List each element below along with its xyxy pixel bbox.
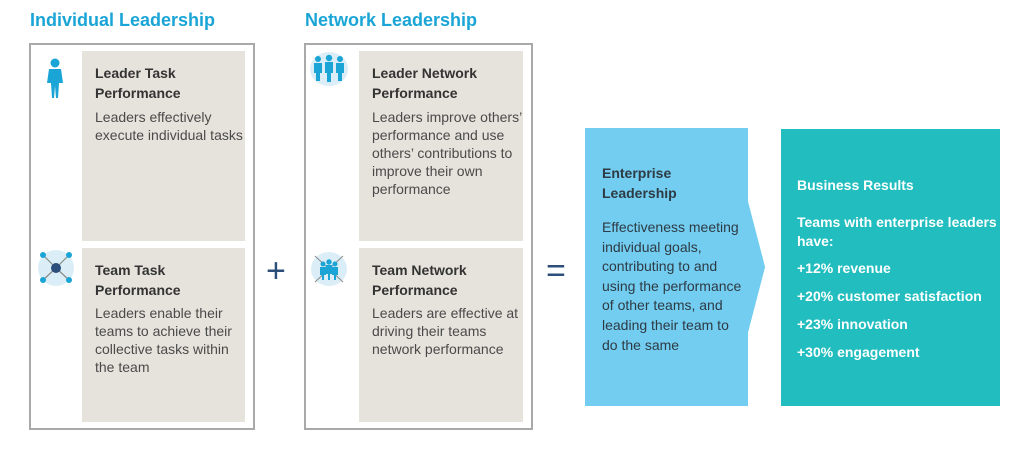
leader-task-body: Leaders effectively execute individual t… bbox=[95, 109, 243, 143]
leader-task-card: Leader Task Performance Leaders effectiv… bbox=[82, 51, 245, 241]
team-task-title: Team Task Performance bbox=[95, 262, 181, 298]
enterprise-leadership-title: Enterprise Leadership bbox=[602, 165, 677, 201]
leader-task-title: Leader Task Performance bbox=[95, 65, 181, 101]
plus-operator: + bbox=[266, 252, 286, 290]
business-results-title: Business Results bbox=[797, 177, 914, 193]
team-network-card: Team Network Performance Leaders are eff… bbox=[359, 248, 523, 422]
equals-operator: = bbox=[546, 252, 566, 290]
network-leadership-panel: Leader Network Performance Leaders impro… bbox=[304, 43, 533, 430]
innovation-stat: +23% innovation bbox=[797, 316, 908, 332]
business-results-subtitle: Teams with enterprise leaders have: bbox=[797, 214, 997, 249]
leader-network-card: Leader Network Performance Leaders impro… bbox=[359, 51, 523, 241]
revenue-stat: +12% revenue bbox=[797, 260, 891, 276]
team-network-title: Team Network Performance bbox=[372, 262, 467, 298]
engagement-stat: +30% engagement bbox=[797, 344, 920, 360]
team-task-body: Leaders enable their teams to achieve th… bbox=[95, 305, 232, 375]
team-network-body: Leaders are effective at driving their t… bbox=[372, 305, 519, 357]
leader-network-body: Leaders improve others’ performance and … bbox=[372, 109, 522, 197]
enterprise-leadership-body: Effectiveness meeting individual goals, … bbox=[602, 219, 742, 353]
network-leadership-heading: Network Leadership bbox=[305, 10, 478, 30]
individual-leadership-panel: Leader Task Performance Leaders effectiv… bbox=[29, 43, 255, 430]
team-task-card: Team Task Performance Leaders enable the… bbox=[82, 248, 245, 422]
customer-satisfaction-stat: +20% customer satisfaction bbox=[797, 288, 982, 304]
leader-network-title: Leader Network Performance bbox=[372, 65, 478, 101]
individual-leadership-heading: Individual Leadership bbox=[30, 10, 216, 30]
team-hub-icon bbox=[38, 250, 74, 286]
person-icon bbox=[47, 58, 63, 98]
business-results-box bbox=[781, 129, 1000, 406]
arrow-tip-shape bbox=[747, 128, 765, 406]
people-group-icon bbox=[310, 52, 348, 86]
enterprise-leadership-box bbox=[585, 128, 748, 406]
network-group-icon bbox=[311, 252, 347, 286]
